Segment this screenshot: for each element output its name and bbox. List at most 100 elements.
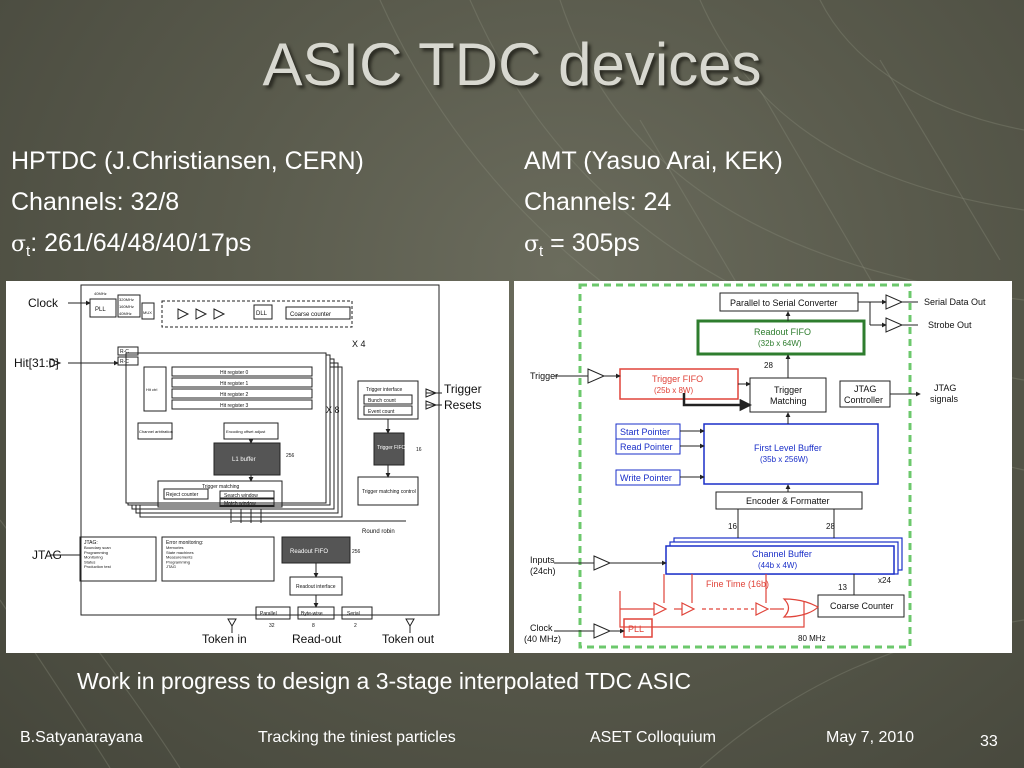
inputs-label-2: (24ch) [530, 566, 556, 576]
l1-depth-label: 256 [286, 453, 295, 459]
bytewise-width-label: 8 [312, 623, 315, 629]
slide-title: ASIC TDC devices [262, 31, 762, 98]
amt-resolution: σt = 305ps [524, 223, 783, 272]
jtag-controller-label-2: Controller [844, 395, 883, 405]
jtag-label: JTAG [32, 548, 62, 562]
serial-box [341, 606, 373, 620]
event-count-box [363, 405, 413, 416]
readout-fifo-depth-label: 256 [352, 549, 361, 555]
match-window-label: Match window [224, 501, 256, 507]
x8-label: X 8 [326, 405, 340, 415]
coarse-width-label: 13 [838, 583, 847, 592]
trigger-interface-label: Trigger interface [366, 387, 402, 393]
page-number: 33 [980, 733, 998, 750]
sigma-symbol: σ [524, 232, 540, 257]
trigger-fifo-box [373, 432, 405, 466]
start-pointer-label: Start Pointer [620, 427, 670, 437]
amt-resolution-value: = 305ps [543, 229, 640, 257]
freq-40-label: 40MHz [94, 291, 107, 296]
hit-register-1-label: Hit register 1 [220, 381, 249, 387]
hptdc-resolution: σt: 261/64/48/40/17ps [11, 223, 364, 272]
footer-author: B.Satyanarayana [20, 729, 143, 746]
footer-venue: ASET Colloquium [590, 729, 716, 746]
first-level-buffer-box [703, 423, 879, 485]
sigma-symbol: σ [11, 232, 27, 257]
serial-data-out-label: Serial Data Out [924, 297, 986, 307]
read-pointer-label: Read Pointer [620, 442, 673, 452]
readout-fifo-box [696, 319, 866, 356]
amt-channels: Channels: 24 [524, 188, 672, 216]
freq-80mhz-label: 80 MHz [798, 634, 826, 643]
hptdc-channels: Channels: 32/8 [11, 188, 180, 216]
channel-buffer-label: Channel Buffer [752, 549, 812, 559]
encoder-formatter-label: Encoder & Formatter [746, 496, 830, 506]
clock-label-1: Clock [530, 623, 553, 633]
hptdc-info: HPTDC (J.Christiansen, CERN) Channels: 3… [11, 141, 364, 272]
match-window-box [219, 498, 275, 507]
bytewise-label: Byte-wise [301, 611, 323, 617]
trigger-fifo-label: Trigger FIFO [377, 445, 406, 451]
search-window-label: Search window [224, 493, 258, 499]
hit-register-1 [171, 377, 313, 388]
round-robin-label: Round robin [362, 529, 395, 535]
jtag-list-box [79, 536, 157, 582]
hptdc-diagram: Clock Hit[31:0] JTAG PLL 40MHz 320MHz 16… [6, 281, 509, 653]
trigger-pin-label: Trigger [530, 371, 558, 381]
readout-interface-label: Readout interface [296, 584, 336, 590]
inputs-label-1: Inputs [530, 555, 555, 565]
readout-width-label: 28 [764, 361, 773, 370]
event-count-label: Event count [368, 409, 395, 415]
p2s-label: Parallel to Serial Converter [730, 298, 838, 308]
sigma-subscript: t [26, 243, 31, 260]
fine-time-label: Fine Time (16b) [706, 579, 769, 589]
reject-counter-label: Reject counter [166, 492, 199, 498]
jtag-info-box [161, 536, 275, 582]
write-pointer-label: Write Pointer [620, 473, 672, 483]
hit-register-2-label: Hit register 2 [220, 392, 249, 398]
bunch-count-box [363, 394, 413, 405]
hptdc-chip-outline [80, 284, 440, 616]
resets-pin-label: Resets [444, 398, 481, 412]
error-monitoring-title: Error monitoring: [166, 540, 203, 546]
sigma-subscript: t [539, 243, 544, 260]
reject-counter-box [163, 488, 209, 500]
token-in-label: Token in [202, 632, 247, 646]
encoder-formatter-box [715, 491, 863, 510]
rc-label-1: R-C [120, 349, 129, 355]
coarse-counter-box [817, 594, 905, 618]
pll-label: PLL [95, 307, 106, 313]
hit-register-2 [171, 388, 313, 399]
jtag-title-label: JTAG: [84, 540, 98, 546]
trigger-fifo-label: Trigger FIFO [652, 374, 703, 384]
amt-info: AMT (Yasuo Arai, KEK) Channels: 24 σt = … [524, 141, 783, 272]
x4-label: X 4 [352, 339, 366, 349]
trigger-matching-control-label: Trigger matching control [362, 489, 416, 495]
channel-arbitration-box [137, 422, 173, 440]
trigger-matching-box [157, 480, 283, 508]
mux-box [141, 302, 155, 320]
mux-label: MUX [143, 310, 152, 315]
l1-buffer-label: L1 buffer [232, 457, 256, 463]
channel-arbitration-label: Channel arbitration [139, 429, 173, 434]
readout-fifo-label: Readout FIFO [290, 549, 328, 555]
rc-box-1 [117, 346, 139, 356]
token-out-label: Token out [382, 632, 435, 646]
pll-box [89, 298, 117, 318]
coarse-counter-box [285, 306, 351, 320]
trigger-matching-label-1: Trigger [774, 385, 802, 395]
footer-talk: Tracking the tiniest particles [258, 729, 456, 746]
parallel-box [255, 606, 291, 620]
clock-label: Clock [28, 296, 59, 310]
l1-buffer-box [213, 442, 281, 476]
hit-register-0 [171, 366, 313, 377]
first-level-buffer-label: First Level Buffer [754, 443, 822, 453]
hit-register-3-label: Hit register 3 [220, 403, 249, 409]
footer-date: May 7, 2010 [826, 729, 915, 746]
trigger-matching-label: Trigger matching [202, 484, 240, 490]
channel-buffer-size-label: (44b x 4W) [758, 561, 797, 570]
jtag-signals-label-2: signals [930, 394, 959, 404]
dll-label: DLL [256, 311, 268, 317]
hptdc-heading: HPTDC (J.Christiansen, CERN) [11, 147, 364, 175]
serial-width-label: 2 [354, 623, 357, 629]
